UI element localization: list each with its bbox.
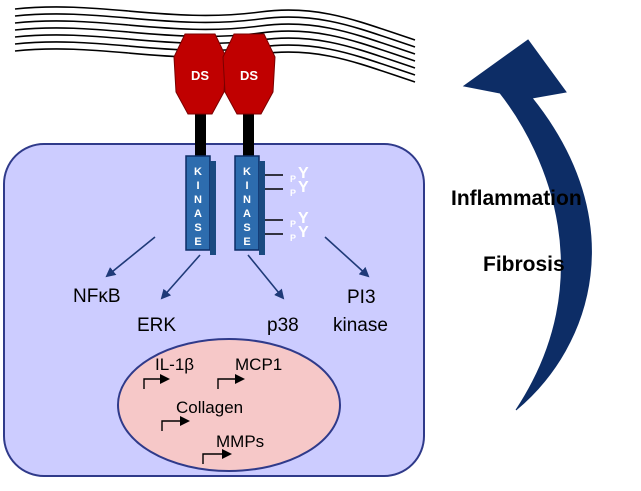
promoter-arrow-mcp1 [217,374,245,389]
arrow-to-p38 [247,254,285,300]
promoter-arrow-mmps [202,449,232,464]
ds-label-left: DS [191,68,209,83]
phospho-prefix: P [290,174,296,184]
kinase-letter: A [194,208,202,220]
phospho-residue: Y [298,165,309,182]
kinase-letter: I [196,180,199,192]
phospho-prefix: P [290,233,296,243]
kinase-letter: E [194,236,201,248]
pathway-erk: ERK [137,315,176,336]
kinase-letter: S [194,222,201,234]
kinase-letter: K [243,166,251,178]
kinase-domain-right: K I N A S E [234,155,265,255]
kinase-letter: S [243,222,250,234]
outcome-fibrosis: Fibrosis [483,253,565,276]
kinase-letter: A [243,208,251,220]
pathway-nfkb: NFκB [73,286,121,307]
promoter-arrow-collagen [161,416,190,431]
receptor-stalk-left [195,112,206,158]
gene-mcp1: MCP1 [235,355,282,374]
kinase-letter: N [194,194,202,206]
outcome-inflammation: Inflammation [451,187,582,210]
nucleus [117,338,341,472]
signaling-arrows [105,236,370,300]
phospho-prefix: P [290,219,296,229]
arrow-to-pi3 [324,236,370,278]
kinase-letter: K [194,166,202,178]
phospho-residue: Y [298,179,309,196]
promoter-arrows [143,374,245,464]
phosphotyrosine-sites: P Y P Y P Y P Y [265,165,309,243]
promoter-arrow-il1b [143,374,170,389]
kinase-letter: I [245,180,248,192]
pathway-p38: p38 [267,315,299,336]
pathway-pi3: PI3 [347,287,376,308]
kinase-domain-left: K I N A S E [185,155,216,255]
gene-il1b: IL-1β [155,355,194,374]
pathway-kinase: kinase [333,315,388,336]
ds-ligand-right: DS [222,33,276,115]
ds-ligand-left: DS [173,33,227,115]
gene-mmps: MMPs [216,432,264,451]
arrow-to-nfkb [105,236,156,278]
gene-collagen: Collagen [176,398,243,417]
ds-label-right: DS [240,68,258,83]
kinase-letter: E [243,236,250,248]
receptor-stalk-right [243,112,254,158]
phospho-residue: Y [298,224,309,241]
phospho-prefix: P [290,188,296,198]
feedback-cycle-arrow [462,39,592,411]
phospho-residue: Y [298,210,309,227]
arrow-to-erk [160,254,201,300]
kinase-letter: N [243,194,251,206]
